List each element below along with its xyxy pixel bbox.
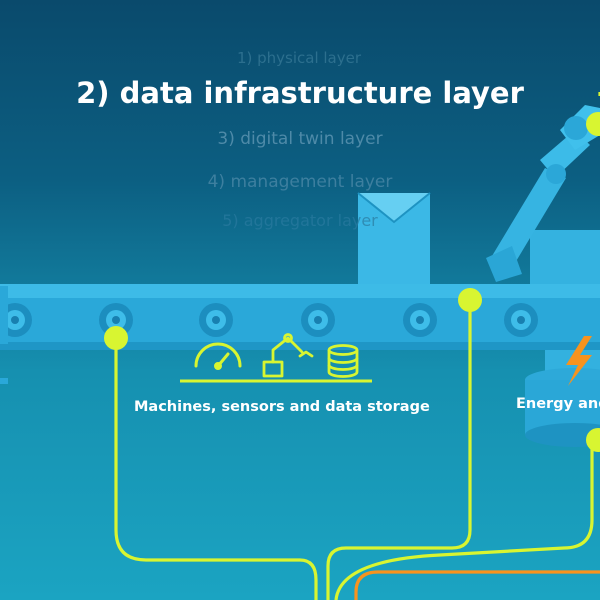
lightning-icon — [566, 336, 592, 386]
robot-arm — [486, 105, 600, 325]
envelope-box-icon — [357, 192, 431, 285]
layer-label-digital-twin: 3) digital twin layer — [217, 129, 383, 149]
connection-dots — [104, 112, 600, 452]
layer-label-management: 4) management layer — [207, 172, 393, 192]
database-icon — [327, 344, 359, 378]
caption-machines: Machines, sensors and data storage — [134, 399, 430, 415]
layer-label-data-infrastructure: 2) data infrastructure layer — [76, 76, 524, 110]
conveyor-belt — [0, 284, 600, 350]
energy-line — [354, 570, 600, 600]
layer-label-physical: 1) physical layer — [236, 49, 362, 67]
layer-label-aggregator: 5) aggregator layer — [222, 211, 378, 230]
connection-lines — [114, 92, 600, 600]
left-stub — [0, 378, 8, 384]
robot-arm-icon — [262, 333, 314, 378]
caption-energy: Energy and — [516, 396, 600, 412]
gauge-icon — [194, 342, 242, 370]
